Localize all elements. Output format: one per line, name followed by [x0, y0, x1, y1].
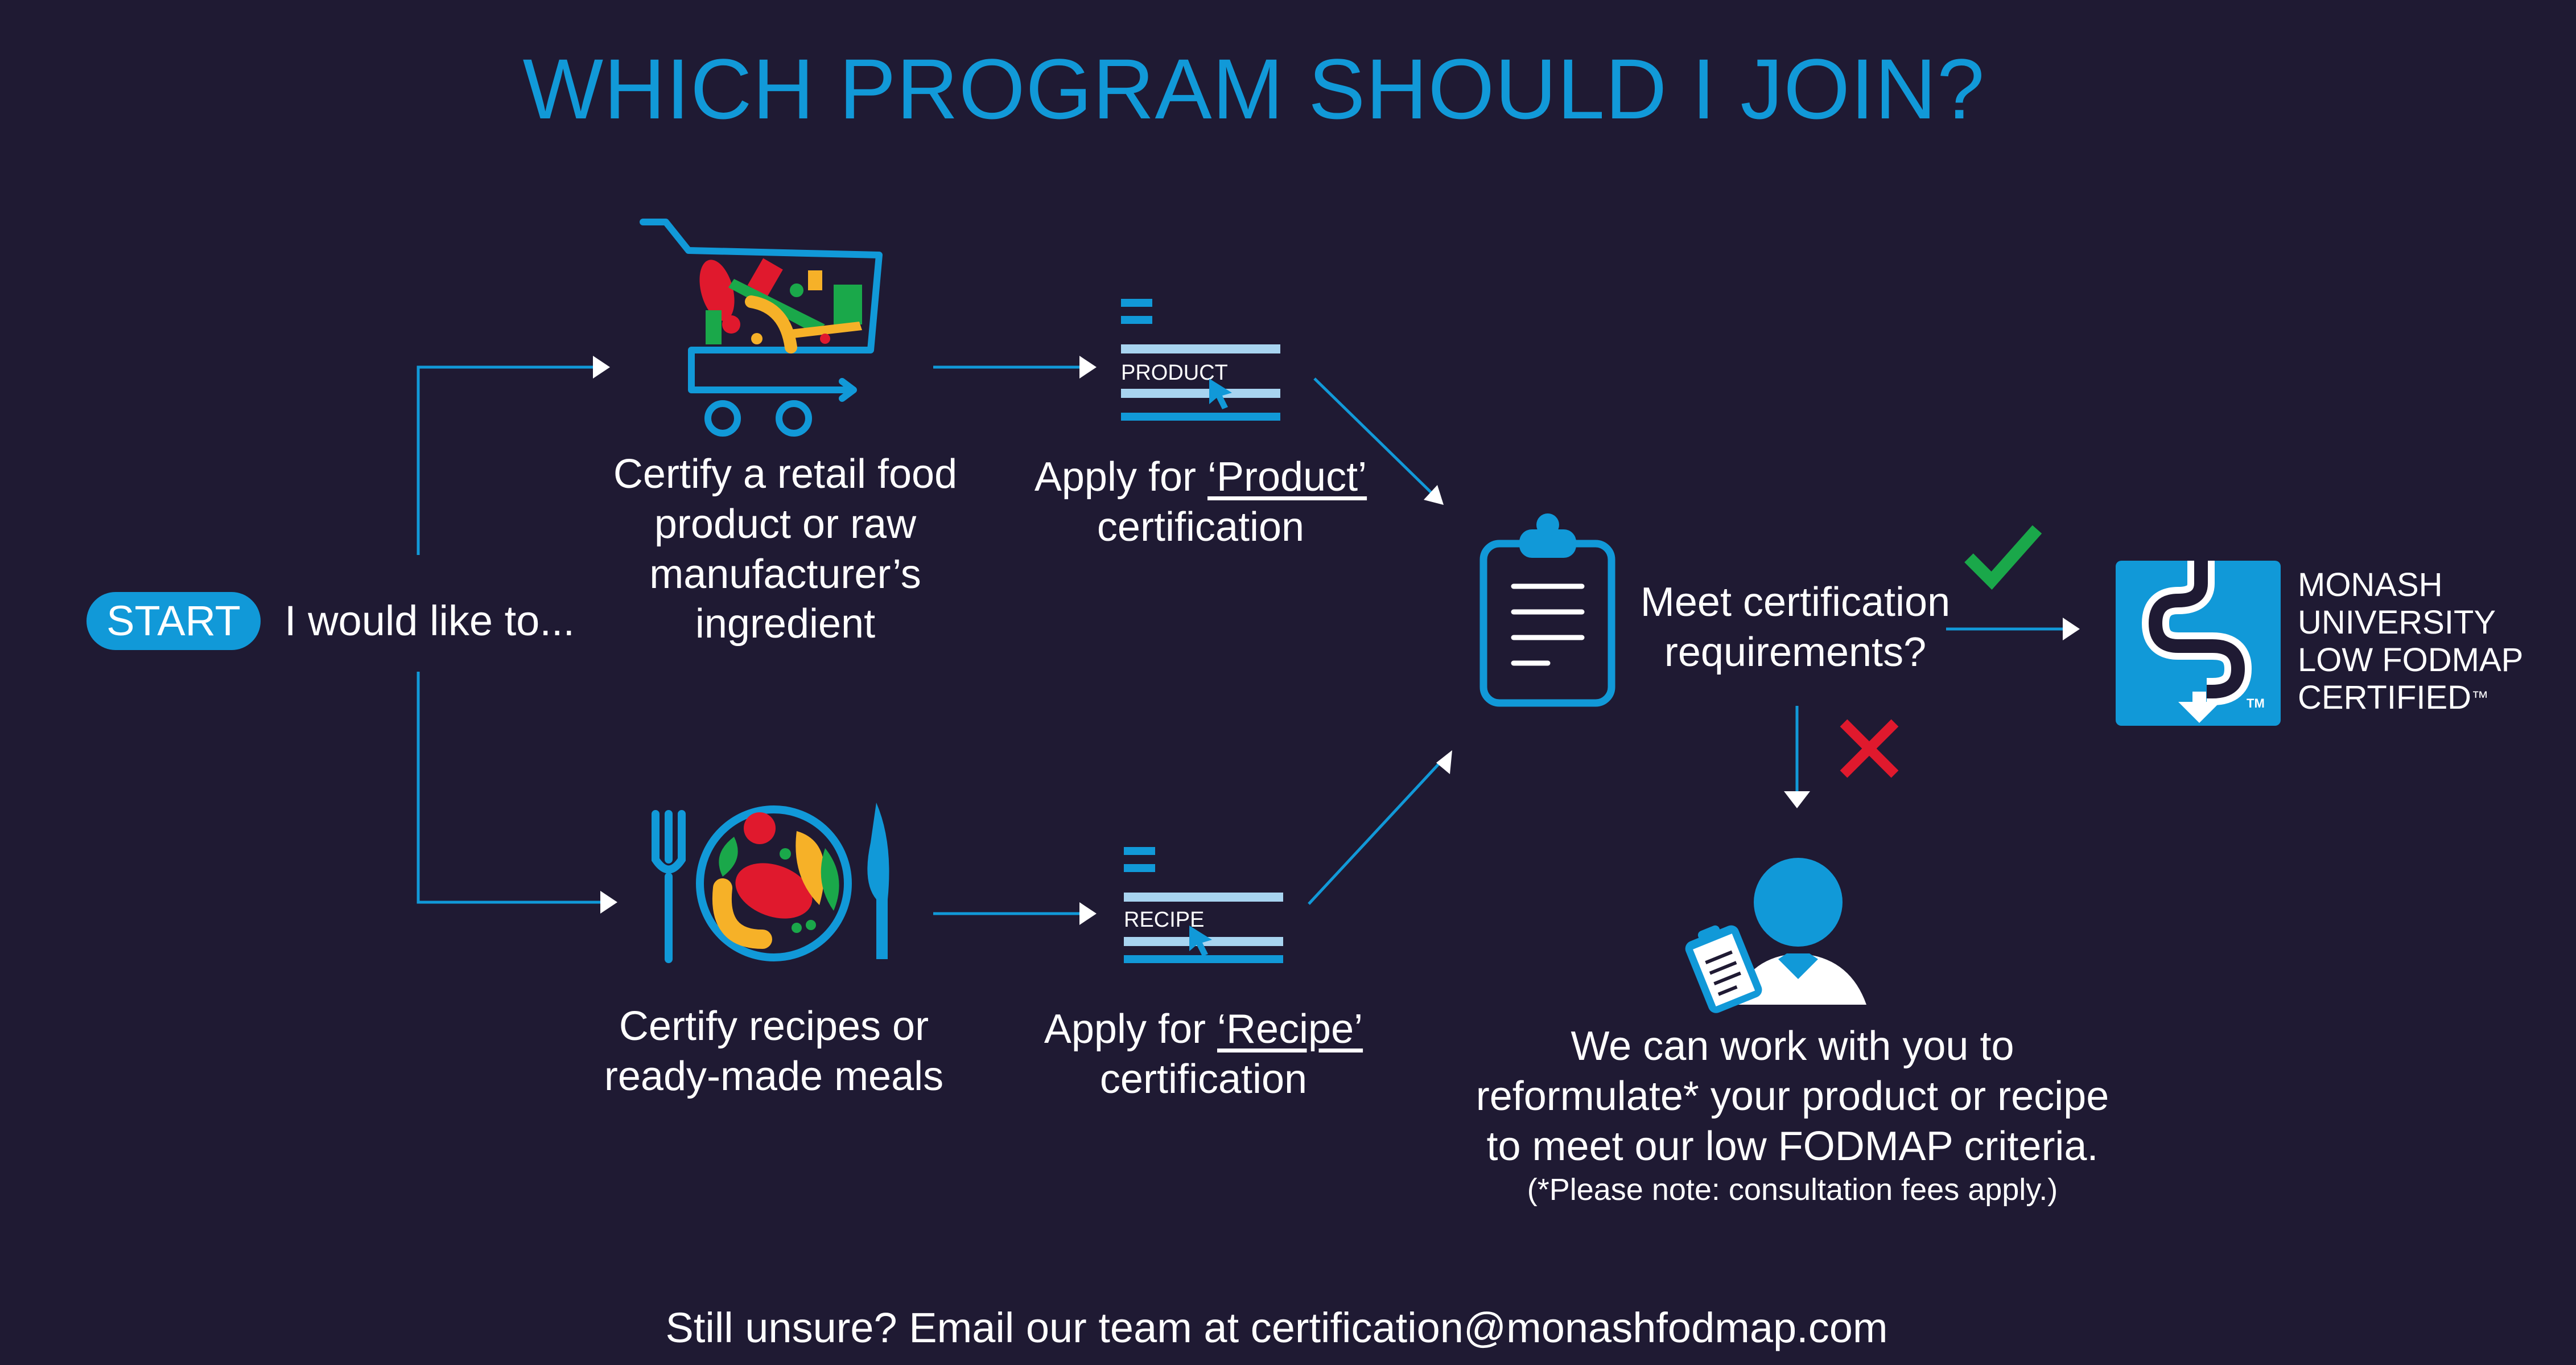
- intro-text: I would like to...: [285, 597, 575, 644]
- consultation-fee-note: (*Please note: consultation fees apply.): [1527, 1173, 2058, 1207]
- recipe-certify-line: Certify recipes or: [619, 1004, 929, 1049]
- recipe-certify-text: Certify recipes or ready-made meals: [575, 1002, 973, 1102]
- consultant-icon: [1685, 858, 1866, 1013]
- footer-contact: Still unsure? Email our team at certific…: [665, 1304, 1888, 1351]
- clipboard-icon: [1479, 513, 1615, 707]
- product-certify-line: product or raw: [654, 501, 917, 547]
- product-certify-line: ingredient: [695, 601, 876, 647]
- recipe-certify-line: ready-made meals: [604, 1053, 944, 1099]
- arrowhead: [1436, 750, 1452, 774]
- low-fodmap-certified-logo: TM: [2116, 561, 2281, 726]
- arrowhead: [593, 356, 610, 379]
- recipe-apply-to-clipboard-line: [1308, 759, 1444, 905]
- cursor-icon: [1209, 379, 1232, 409]
- arrowhead: [1784, 791, 1810, 808]
- logo-line: UNIVERSITY: [2298, 604, 2496, 641]
- arrowhead: [1424, 485, 1444, 505]
- branch-line-top: [417, 365, 603, 555]
- product-certify-line: Certify a retail food: [613, 451, 958, 497]
- plate-with-cutlery-icon: [652, 803, 889, 963]
- start-badge: START: [86, 592, 261, 650]
- apply-prefix: Apply for: [1044, 1006, 1217, 1052]
- shopping-cart-icon: [640, 219, 883, 437]
- recipe-form-icon: RECIPE: [1124, 847, 1283, 963]
- logo-tm: TM: [2247, 696, 2265, 710]
- apply-prefix: Apply for: [1034, 454, 1207, 500]
- cross-icon: [1840, 719, 1899, 778]
- arrowhead: [600, 891, 617, 914]
- arrowhead: [2063, 618, 2080, 640]
- product-certify-line: manufacturer’s: [649, 551, 921, 597]
- page-title: WHICH PROGRAM SHOULD I JOIN?: [522, 41, 1985, 137]
- reformulate-text: We can work with you to reformulate* you…: [1451, 1022, 2134, 1208]
- checkmark-icon: [1964, 525, 2042, 590]
- branch-line-bottom: [417, 672, 609, 904]
- product-certification-link[interactable]: ‘Product’: [1207, 454, 1367, 500]
- apply-suffix: certification: [1097, 504, 1305, 550]
- logo-line: CERTIFIED: [2298, 679, 2472, 716]
- decision-question-line: Meet certification: [1640, 579, 1951, 625]
- decision-question-line: requirements?: [1664, 629, 1927, 675]
- arrowhead: [1079, 902, 1097, 925]
- reformulate-line: We can work with you to: [1571, 1023, 2014, 1069]
- certified-logo-text: MONASH UNIVERSITY LOW FODMAP CERTIFIED™: [2298, 566, 2523, 717]
- apply-recipe-text: Apply for ‘Recipe’ certification: [1004, 1005, 1403, 1105]
- logo-line: MONASH: [2298, 566, 2443, 603]
- decision-question: Meet certification requirements?: [1593, 578, 1997, 678]
- product-apply-to-clipboard-line: [1313, 377, 1435, 496]
- product-certify-text: Certify a retail food product or raw man…: [586, 450, 984, 649]
- logo-line: LOW FODMAP: [2298, 642, 2524, 679]
- reformulate-line: reformulate* your product or recipe: [1475, 1073, 2109, 1119]
- apply-suffix: certification: [1099, 1056, 1308, 1102]
- product-form-icon: PRODUCT: [1121, 299, 1280, 421]
- recipe-certification-link[interactable]: ‘Recipe’: [1217, 1006, 1363, 1052]
- apply-product-text: Apply for ‘Product’ certification: [1001, 453, 1400, 553]
- reformulate-line: to meet our low FODMAP criteria.: [1486, 1123, 2099, 1169]
- arrowhead: [1079, 356, 1097, 379]
- cursor-icon: [1189, 926, 1212, 956]
- logo-trademark: ™: [2471, 688, 2489, 707]
